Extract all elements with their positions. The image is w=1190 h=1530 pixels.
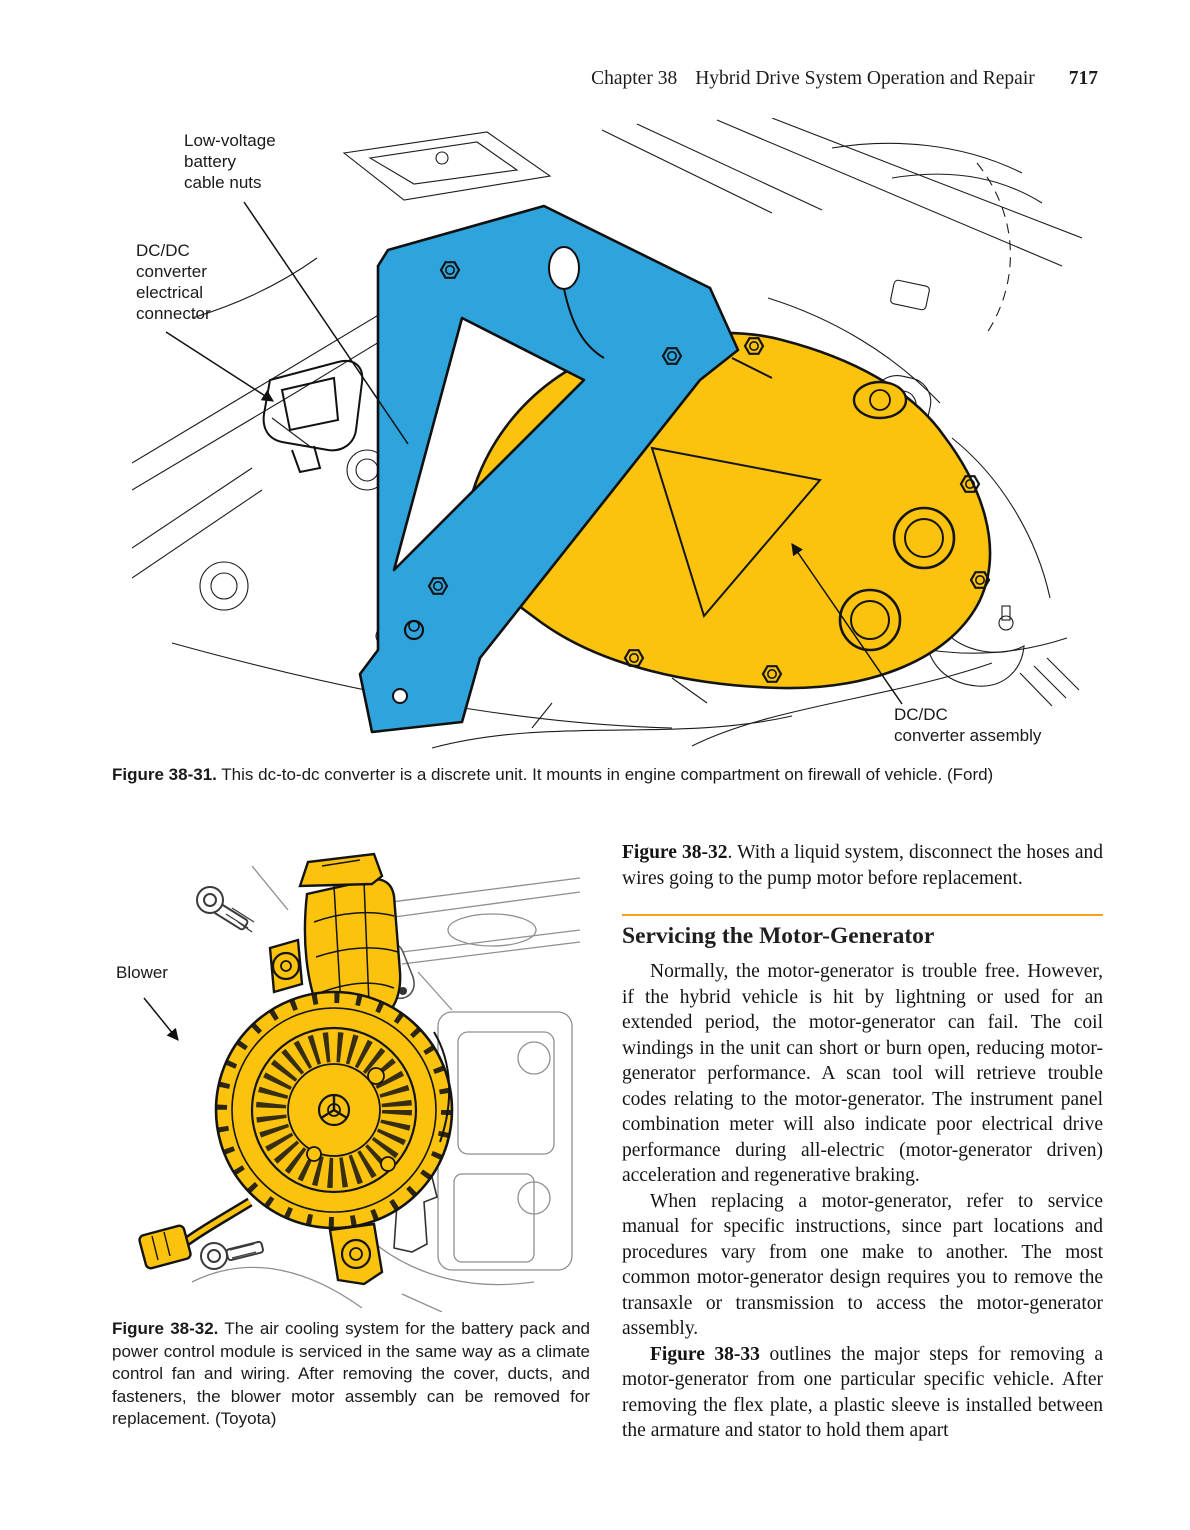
figure-38-31-caption-text: This dc-to-dc converter is a discrete un… (216, 765, 994, 784)
label-low-voltage-battery-cable-nuts: Low-voltage battery cable nuts (184, 131, 276, 192)
page-number: 717 (1068, 68, 1098, 89)
figure-reference-text: . With a liquid system, disconnect the h… (622, 842, 1103, 889)
label-dcdc-converter-electrical-connector: DC/DC converter electrical connector (136, 241, 211, 323)
label-dcdc-converter-assembly: DC/DC converter assembly (894, 705, 1042, 745)
label-blower: Blower (116, 963, 168, 982)
blower-assembly-illustration (138, 852, 581, 1312)
figure1-leader-lines (165, 201, 903, 705)
figure2-leader-lines (143, 997, 179, 1041)
section-heading: Servicing the Motor-Generator (622, 923, 935, 949)
chapter-title: Hybrid Drive System Operation and Repair (695, 68, 1035, 89)
figure-38-33-reference: Figure 38-33 (650, 1343, 760, 1365)
section-divider-rule (622, 914, 1103, 916)
chapter-label: Chapter 38 (591, 68, 678, 89)
figure-38-32: Blower (102, 852, 582, 1312)
blower-assembly-highlight (138, 852, 454, 1286)
figure-38-32-caption: Figure 38-32. The air cooling system for… (112, 1318, 590, 1431)
figure-reference-paragraph: Figure 38-32. With a liquid system, disc… (622, 840, 1103, 891)
vehicle-body-lineart (191, 865, 581, 1312)
figure-38-31-caption-lead: Figure 38-31. (112, 765, 217, 784)
body-paragraph-3-text: outlines the major steps for removing a … (622, 1343, 1103, 1442)
body-paragraph-1: Normally, the motor-generator is trouble… (622, 961, 1103, 1186)
page-header: Chapter 38 Hybrid Drive System Operation … (100, 68, 1098, 90)
body-paragraph-2: When replacing a motor-generator, refer … (622, 1190, 1103, 1340)
figure-38-32-caption-text: The air cooling system for the battery p… (112, 1319, 590, 1428)
dcdc-converter-illustration (132, 118, 1082, 749)
article-column: Figure 38-32. With a liquid system, disc… (622, 840, 1103, 1444)
dcdc-electrical-connector-part (262, 360, 364, 474)
mounting-bracket-highlight (358, 204, 740, 734)
figure-38-32-reference: Figure 38-32 (622, 842, 728, 863)
figure-38-32-caption-lead: Figure 38-32. (112, 1319, 219, 1338)
figure-38-31: Low-voltage battery cable nuts DC/DC con… (132, 118, 1082, 750)
blower-mounting-bolts (196, 886, 264, 1270)
figure-38-31-caption: Figure 38-31. This dc-to-dc converter is… (112, 764, 1112, 787)
body-paragraph-3: Figure 38-33 outlines the major steps fo… (622, 1342, 1103, 1444)
